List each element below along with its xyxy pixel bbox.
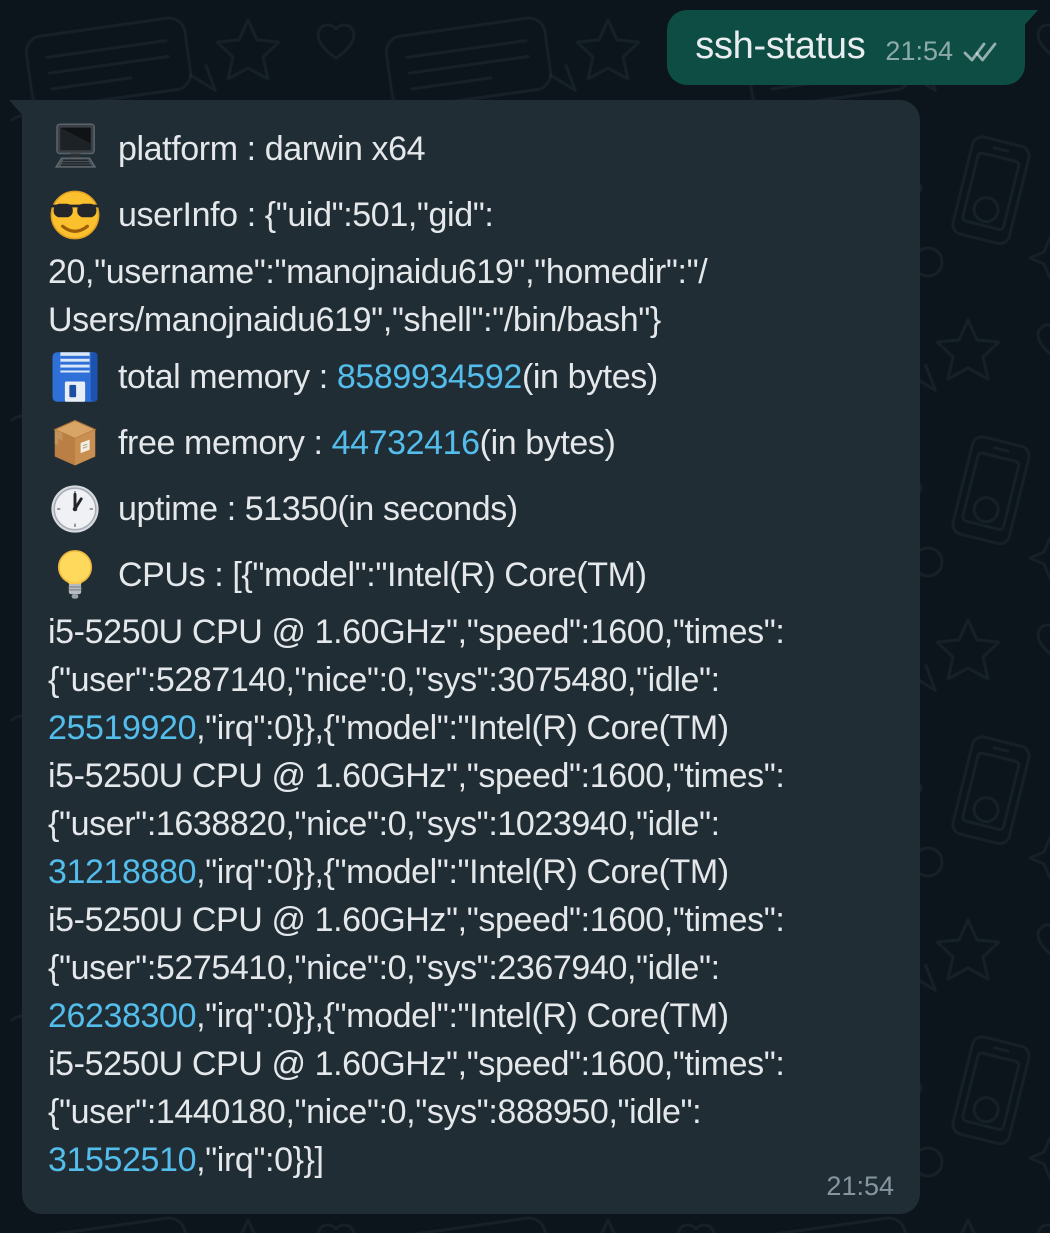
outgoing-message-text: ssh-status — [695, 25, 866, 67]
number-link[interactable]: 44732416 — [331, 424, 480, 462]
number-link[interactable]: 31218880 — [48, 853, 197, 891]
clock-icon — [48, 482, 102, 536]
line-text: userInfo : {"uid":501,"gid": — [118, 191, 494, 239]
text-segment: uptime : 51350(in seconds) — [118, 490, 518, 528]
text-segment: 20,"username":"manojnaidu619","homedir":… — [48, 253, 708, 291]
text-segment: i5-5250U CPU @ 1.60GHz","speed":1600,"ti… — [48, 757, 785, 795]
message-line: 31552510,"irq":0}}] — [48, 1136, 894, 1184]
line-text: i5-5250U CPU @ 1.60GHz","speed":1600,"ti… — [48, 1045, 785, 1083]
floppy-disk-icon — [48, 350, 102, 404]
message-line: total memory : 8589934592(in bytes) — [48, 344, 894, 410]
message-lines: platform : darwin x64 userInfo : {"uid":… — [48, 116, 894, 1184]
text-segment: platform : darwin x64 — [118, 130, 426, 168]
message-line: 20,"username":"manojnaidu619","homedir":… — [48, 248, 894, 296]
message-line: 31218880,"irq":0}},{"model":"Intel(R) Co… — [48, 848, 894, 896]
line-text: free memory : 44732416(in bytes) — [118, 419, 616, 467]
line-text: total memory : 8589934592(in bytes) — [118, 353, 658, 401]
line-text: i5-5250U CPU @ 1.60GHz","speed":1600,"ti… — [48, 613, 785, 651]
message-line: i5-5250U CPU @ 1.60GHz","speed":1600,"ti… — [48, 608, 894, 656]
line-text: 31218880,"irq":0}},{"model":"Intel(R) Co… — [48, 853, 729, 891]
package-icon — [48, 416, 102, 470]
message-line: 25519920,"irq":0}},{"model":"Intel(R) Co… — [48, 704, 894, 752]
line-text: {"user":1440180,"nice":0,"sys":888950,"i… — [48, 1093, 702, 1131]
light-bulb-icon — [48, 548, 102, 602]
message-line: i5-5250U CPU @ 1.60GHz","speed":1600,"ti… — [48, 1040, 894, 1088]
line-text: 31552510,"irq":0}}] — [48, 1141, 324, 1179]
line-text: 26238300,"irq":0}},{"model":"Intel(R) Co… — [48, 997, 729, 1035]
text-segment: (in bytes) — [479, 424, 616, 462]
text-segment: ,"irq":0}},{"model":"Intel(R) Core(TM) — [196, 709, 729, 747]
message-line: free memory : 44732416(in bytes) — [48, 410, 894, 476]
outgoing-message-bubble[interactable]: ssh-status 21:54 — [667, 10, 1038, 85]
outgoing-message-meta: 21:54 — [885, 36, 1001, 67]
line-text: 25519920,"irq":0}},{"model":"Intel(R) Co… — [48, 709, 729, 747]
line-text: platform : darwin x64 — [118, 125, 426, 173]
line-text: {"user":1638820,"nice":0,"sys":1023940,"… — [48, 805, 720, 843]
incoming-bubble-tail — [9, 100, 25, 118]
message-line: uptime : 51350(in seconds) — [48, 476, 894, 542]
message-line: userInfo : {"uid":501,"gid": — [48, 182, 894, 248]
text-segment: {"user":1440180,"nice":0,"sys":888950,"i… — [48, 1093, 702, 1131]
message-line: {"user":1638820,"nice":0,"sys":1023940,"… — [48, 800, 894, 848]
number-link[interactable]: 26238300 — [48, 997, 197, 1035]
text-segment: CPUs : [{"model":"Intel(R) Core(TM) — [118, 556, 647, 594]
outgoing-bubble-tail — [1022, 10, 1038, 28]
line-text: i5-5250U CPU @ 1.60GHz","speed":1600,"ti… — [48, 901, 785, 939]
text-segment: i5-5250U CPU @ 1.60GHz","speed":1600,"ti… — [48, 1045, 785, 1083]
line-text: 20,"username":"manojnaidu619","homedir":… — [48, 253, 708, 291]
number-link[interactable]: 25519920 — [48, 709, 197, 747]
message-line: platform : darwin x64 — [48, 116, 894, 182]
number-link[interactable]: 31552510 — [48, 1141, 197, 1179]
incoming-message-time: 21:54 — [826, 1171, 894, 1201]
sunglasses-face-icon — [48, 188, 102, 242]
message-line: 26238300,"irq":0}},{"model":"Intel(R) Co… — [48, 992, 894, 1040]
text-segment: {"user":5275410,"nice":0,"sys":2367940,"… — [48, 949, 720, 987]
text-segment: {"user":5287140,"nice":0,"sys":3075480,"… — [48, 661, 720, 699]
text-segment: Users/manojnaidu619","shell":"/bin/bash"… — [48, 301, 661, 339]
message-line: Users/manojnaidu619","shell":"/bin/bash"… — [48, 296, 894, 344]
line-text: {"user":5275410,"nice":0,"sys":2367940,"… — [48, 949, 720, 987]
text-segment: ,"irq":0}},{"model":"Intel(R) Core(TM) — [196, 853, 729, 891]
text-segment: ,"irq":0}}] — [196, 1141, 324, 1179]
text-segment: free memory : — [118, 424, 332, 462]
line-text: {"user":5287140,"nice":0,"sys":3075480,"… — [48, 661, 720, 699]
line-text: CPUs : [{"model":"Intel(R) Core(TM) — [118, 551, 647, 599]
text-segment: {"user":1638820,"nice":0,"sys":1023940,"… — [48, 805, 720, 843]
message-line: {"user":1440180,"nice":0,"sys":888950,"i… — [48, 1088, 894, 1136]
line-text: Users/manojnaidu619","shell":"/bin/bash"… — [48, 301, 661, 339]
text-segment: i5-5250U CPU @ 1.60GHz","speed":1600,"ti… — [48, 901, 785, 939]
text-segment: userInfo : {"uid":501,"gid": — [118, 196, 494, 234]
text-segment: (in bytes) — [521, 358, 658, 396]
text-segment: total memory : — [118, 358, 337, 396]
outgoing-message-time: 21:54 — [885, 36, 953, 66]
line-text: uptime : 51350(in seconds) — [118, 485, 518, 533]
line-text: i5-5250U CPU @ 1.60GHz","speed":1600,"ti… — [48, 757, 785, 795]
message-line: {"user":5287140,"nice":0,"sys":3075480,"… — [48, 656, 894, 704]
text-segment: ,"irq":0}},{"model":"Intel(R) Core(TM) — [196, 997, 729, 1035]
double-check-icon — [963, 42, 997, 61]
message-line: i5-5250U CPU @ 1.60GHz","speed":1600,"ti… — [48, 752, 894, 800]
message-line: CPUs : [{"model":"Intel(R) Core(TM) — [48, 542, 894, 608]
number-link[interactable]: 8589934592 — [336, 358, 522, 396]
incoming-message-bubble[interactable]: platform : darwin x64 userInfo : {"uid":… — [9, 100, 920, 1214]
laptop-icon — [48, 122, 102, 176]
message-line: {"user":5275410,"nice":0,"sys":2367940,"… — [48, 944, 894, 992]
message-line: i5-5250U CPU @ 1.60GHz","speed":1600,"ti… — [48, 896, 894, 944]
text-segment: i5-5250U CPU @ 1.60GHz","speed":1600,"ti… — [48, 613, 785, 651]
